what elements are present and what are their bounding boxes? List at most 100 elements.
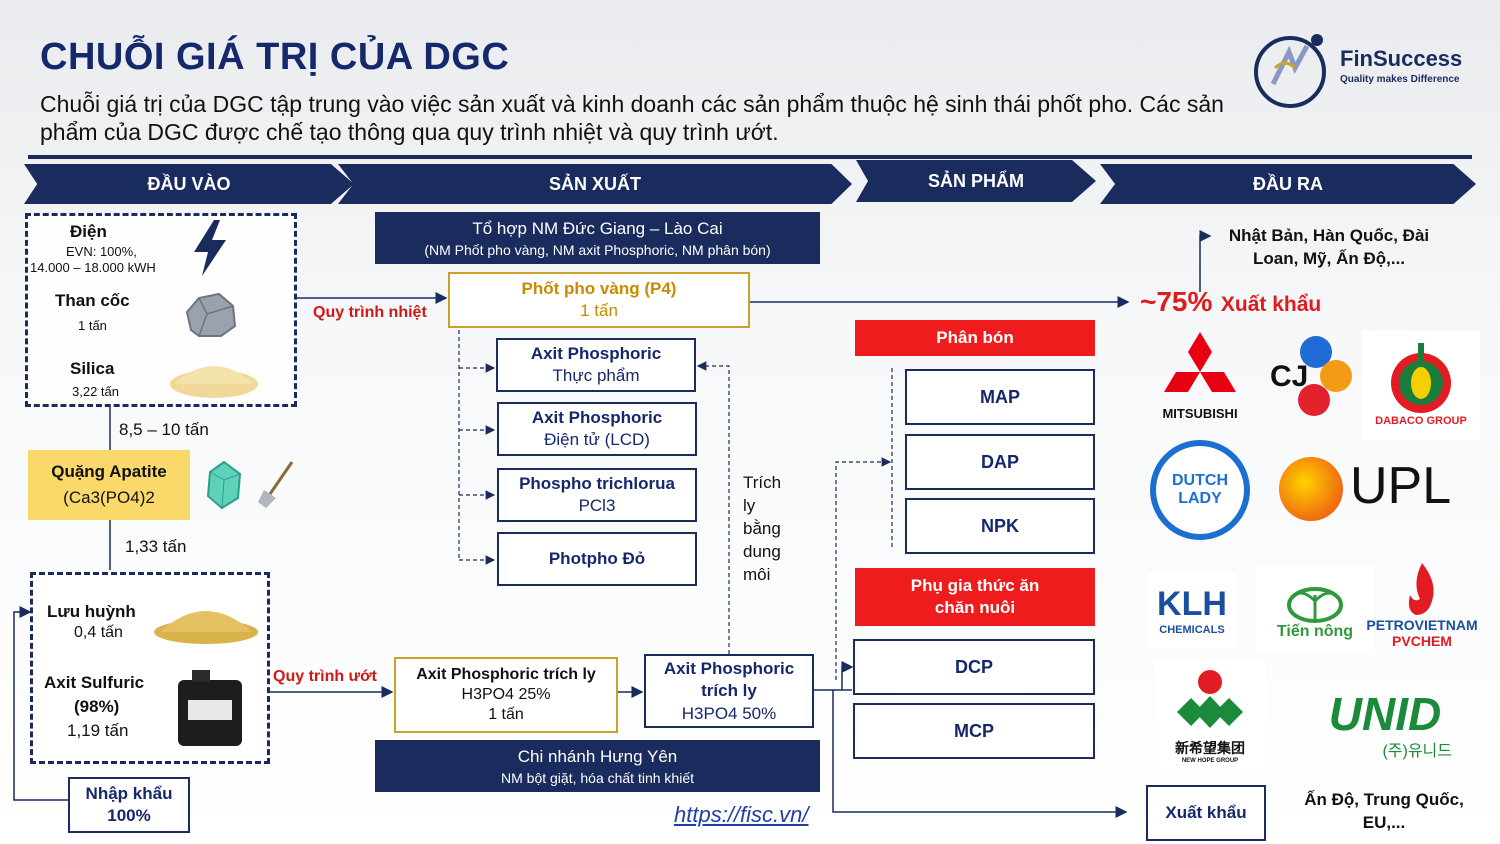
sulfuric-detail: 1,19 tấn [67,721,129,740]
cj-text: CJ [1270,360,1309,393]
export-markets-bottom: Ấn Độ, Trung Quốc, EU,... [1304,790,1464,832]
export-markets-top: Nhật Bản, Hàn Quốc, Đài Loan, Mỹ, Ấn Độ,… [1228,226,1430,268]
apatite-box: Quặng Apatite (Ca3(PO4)2 [28,450,190,520]
coke-label: Than cốc [55,291,130,310]
sulfuric-label: Axit Sulfuric [44,673,145,692]
klh-logo: KLH CHEMICALS [1148,572,1236,648]
section-product-header: SẢN PHẨM [856,160,1096,202]
npk-box: NPK [905,498,1095,554]
yellow-phosphorus-box: Phốt pho vàng (P4) 1 tấn [448,272,750,328]
silica-sand-icon [170,366,258,398]
feed-additive-label: Phụ gia thức ăn chăn nuôi [910,576,1040,617]
klh-text-2: CHEMICALS [1159,623,1225,636]
wet-process-label: Quy trình ướt [273,668,377,685]
red-phosphorus-box: Photpho Đỏ [497,532,697,586]
mcp-box: MCP [853,703,1095,759]
tien-nong-text: Tiến nông [1276,623,1354,640]
input-energy-materials-block [25,213,297,407]
apatite-formula: (Ca3(PO4)2 [63,488,155,507]
mitsubishi-logo: MITSUBISHI [1152,328,1248,424]
sulfur-detail: 0,4 tấn [74,624,123,641]
wet-phosphoric-50-box: Axit Phosphoric trích ly H3PO4 50% [644,654,814,728]
silica-detail: 3,22 tấn [72,384,119,399]
tien-nong-sprout-icon [1287,587,1343,623]
wet-phosphoric-25-conc: H3PO4 25% [461,686,551,703]
dabaco-logo: DABACO GROUP [1362,330,1480,440]
brand-name: FinSuccess [1340,46,1463,71]
wet-phosphoric-50-conc: H3PO4 50% [681,704,777,723]
electricity-detail-1: EVN: 100%, [66,244,137,259]
pcl3-subtitle: PCl3 [578,496,616,515]
tien-nong-logo: Tiến nông [1256,566,1374,654]
section-output-label: ĐẦU RA [1253,173,1323,194]
brand-emblem-icon [1254,34,1326,108]
duc-giang-title: Tổ hợp NM Đức Giang – Lào Cai [472,218,723,238]
wet-phosphoric-25-box: Axit Phosphoric trích ly H3PO4 25% 1 tấn [394,657,618,733]
lcd-phosphoric-title: Axit Phosphoric [531,408,663,427]
npk-label: NPK [980,515,1019,536]
unid-text-2: (주)유니드 [1382,743,1452,760]
coke-rock-icon [185,292,237,337]
dap-box: DAP [905,434,1095,490]
hung-yen-branch-banner: Chi nhánh Hưng Yên NM bột giặt, hóa chất… [375,740,820,792]
feed-additive-header: Phụ gia thức ăn chăn nuôi [855,568,1095,626]
fertilizer-label: Phân bón [936,328,1014,347]
new-hope-emblem-icon [1177,670,1243,728]
sulfur-label: Lưu huỳnh [47,602,136,621]
duc-giang-complex-banner: Tổ hợp NM Đức Giang – Lào Cai (NM Phốt p… [375,212,820,264]
dap-label: DAP [980,451,1019,472]
import-pct: 100% [107,806,151,825]
mitsubishi-text: MITSUBISHI [1162,405,1238,421]
klh-text-1: KLH [1157,584,1227,623]
shovel-icon [258,461,294,508]
section-output-header: ĐẦU RA [1100,164,1476,204]
food-phosphoric-subtitle: Thực phẩm [552,366,640,385]
sulfur-powder-icon [154,611,258,644]
sulfur-ratio: 1,33 tấn [125,537,187,556]
duc-giang-subtitle: (NM Phốt pho vàng, NM axit Phosphoric, N… [424,241,771,258]
apatite-label: Quặng Apatite [51,462,167,481]
header-divider [28,155,1472,159]
brand-tagline: Quality makes Difference [1340,74,1460,85]
section-production-label: SẢN XUẤT [548,173,641,194]
upl-logo: UPL [1274,450,1454,530]
yellow-phosphorus-label: Phốt pho vàng (P4) [521,279,677,298]
silica-label: Silica [70,359,115,378]
dabaco-emblem-icon [1391,343,1451,413]
page-subtitle: Chuỗi giá trị của DGC tập trung vào việc… [40,91,1224,145]
lightning-icon [194,220,226,276]
upl-sun-icon [1279,457,1343,521]
pcl3-title: Phospho trichlorua [519,474,675,493]
page-title: CHUỖI GIÁ TRỊ CỦA DGC [40,36,510,78]
unid-logo: UNID (주)유니드 [1300,686,1470,766]
brand-logo: FinSuccess Quality makes Difference [1245,28,1475,108]
coke-detail: 1 tấn [78,318,107,333]
lcd-phosphoric-box: Axit Phosphoric Điện tử (LCD) [497,402,697,456]
acid-canister-icon [178,670,242,746]
export-share: ~75% Xuất khẩu [1140,286,1321,318]
lcd-phosphoric-subtitle: Điện tử (LCD) [544,430,650,449]
dutch-lady-logo: DUTCH LADY [1150,440,1250,540]
thermal-process-label: Quy trình nhiệt [313,304,427,321]
dutch-lady-text-1: DUTCH [1172,472,1228,489]
mcp-label: MCP [954,720,994,741]
new-hope-text-1: 新希望集团 [1175,740,1245,756]
cj-petals-icon [1298,336,1352,416]
export-box: Xuất khẩu [1146,785,1266,841]
new-hope-text-2: NEW HOPE GROUP [1181,758,1239,764]
mitsubishi-diamonds-icon [1164,331,1236,392]
map-label: MAP [980,386,1020,407]
dcp-label: DCP [954,656,993,677]
food-phosphoric-title: Axit Phosphoric [530,344,662,363]
wet-phosphoric-25-qty: 1 tấn [488,706,524,723]
upl-text: UPL [1350,457,1452,515]
hung-yen-subtitle: NM bột giặt, hóa chất tinh khiết [501,769,694,786]
new-hope-logo: 新希望集团 NEW HOPE GROUP [1154,660,1266,772]
petrovietnam-flame-icon [1408,563,1434,615]
source-link[interactable]: https://fisc.vn/ [674,802,809,827]
food-phosphoric-box: Axit Phosphoric Thực phẩm [496,338,696,392]
wet-phosphoric-50-title: Axit Phosphoric trích ly [663,659,795,700]
unid-text-1: UNID [1328,688,1442,740]
export-pct: ~75% [1140,286,1213,317]
